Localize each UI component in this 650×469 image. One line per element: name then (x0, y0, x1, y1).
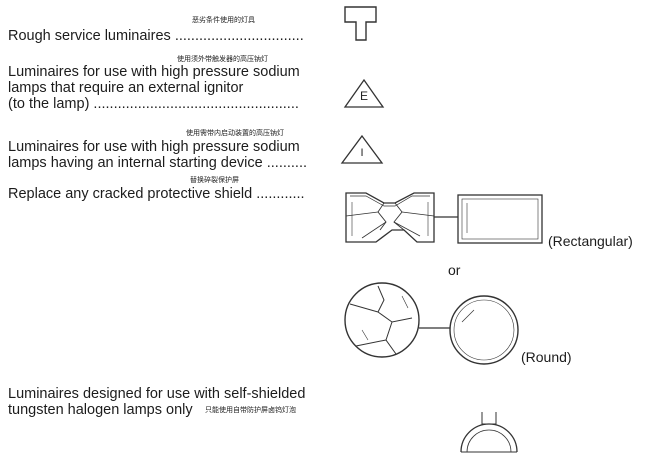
cracked-rectangular-shield-icon (345, 192, 435, 243)
rough-service-t-icon (344, 6, 377, 41)
external-ignitor-triangle-icon: E (343, 78, 385, 108)
self-shielded-cn-label: 只能使用自带防护屏卤钨灯泡 (205, 406, 296, 414)
cracked-shield-cn-label: 替换碎裂保护屏 (190, 176, 239, 184)
cracked-round-shield-icon (344, 282, 420, 358)
external-ignitor-letter: E (360, 89, 368, 103)
or-label: or (448, 262, 461, 278)
internal-ignitor-cn-label: 使用需带内启动装置的高压钠灯 (186, 129, 284, 137)
rectangular-label: (Rectangular) (548, 233, 633, 249)
external-ignitor-cn-label: 使用须外带触发器的高压钠灯 (177, 55, 268, 63)
external-ignitor-text-line1: Luminaires for use with high pressure so… (8, 64, 300, 80)
cracked-shield-text: Replace any cracked protective shield ..… (8, 186, 305, 202)
rough-service-text: Rough service luminaires ...............… (8, 28, 304, 44)
intact-rectangular-shield-icon (457, 194, 543, 244)
internal-ignitor-triangle-icon: I (340, 134, 384, 164)
rough-service-cn-label: 恶劣条件使用的灯具 (192, 16, 255, 24)
round-label: (Round) (521, 349, 572, 365)
internal-ignitor-text-line2: lamps having an internal starting device… (8, 155, 308, 171)
self-shielded-text-line1: Luminaires designed for use with self-sh… (8, 386, 306, 402)
external-ignitor-text-line2: lamps that require an external ignitor (8, 80, 244, 96)
internal-ignitor-letter: I (360, 147, 363, 159)
self-shielded-lamp-icon (460, 412, 518, 453)
self-shielded-text-line2: tungsten halogen lamps only (8, 402, 193, 418)
external-ignitor-text-line3: (to the lamp) ..........................… (8, 96, 299, 112)
internal-ignitor-text-line1: Luminaires for use with high pressure so… (8, 139, 300, 155)
intact-round-shield-icon (449, 295, 519, 365)
